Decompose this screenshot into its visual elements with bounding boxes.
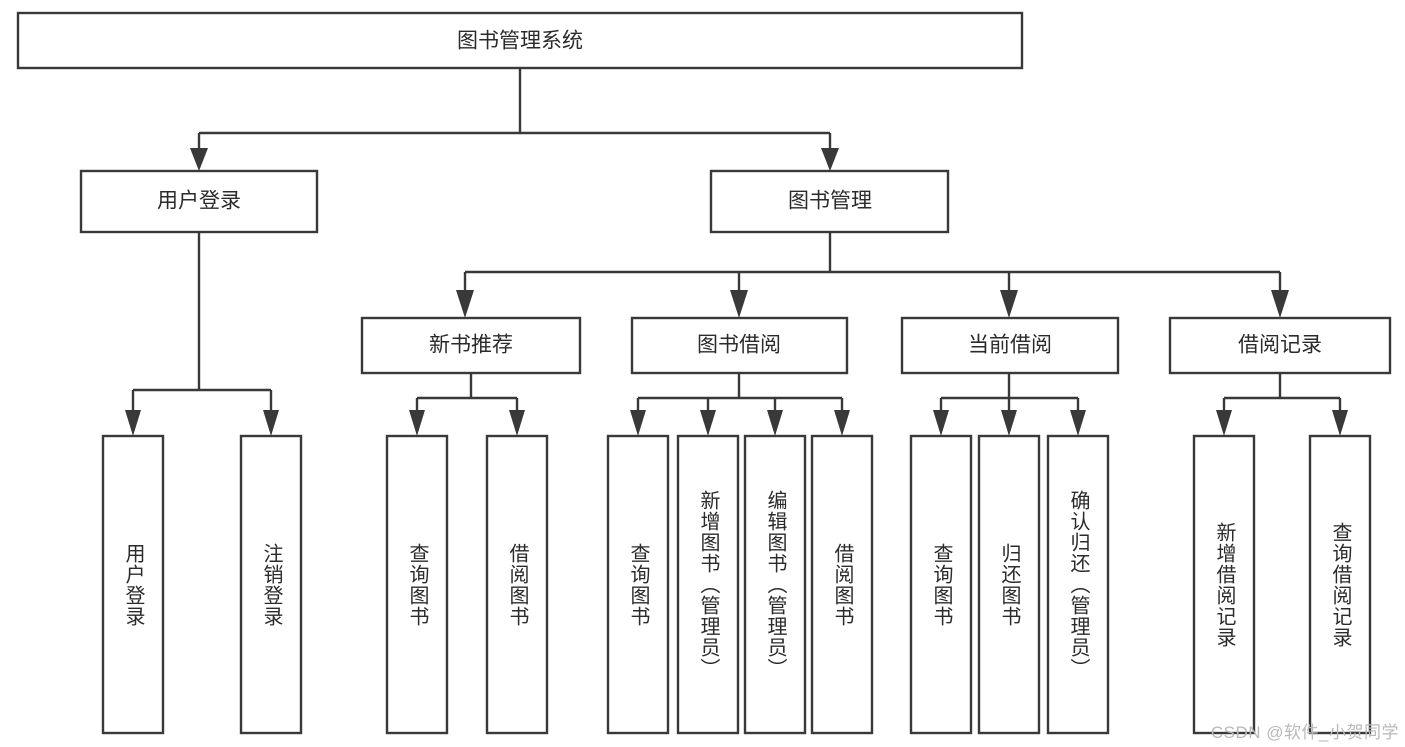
node-box-leaf-cb-confirm[interactable] [1046, 434, 1110, 735]
arrow-head-borrow-record [1271, 290, 1289, 318]
arrow-head-user-login [190, 148, 208, 171]
arrow-head-leaf-user-logout [263, 410, 279, 436]
arrow-head-leaf-bb-borrow [834, 410, 850, 436]
csdn-watermark: CSDN @软件_小贺同学 [1210, 723, 1399, 742]
node-box-leaf-br-add[interactable] [1192, 434, 1256, 735]
node-box-leaf-user-logout[interactable] [239, 434, 303, 735]
node-label-root: 图书管理系统 [457, 30, 583, 53]
arrow-head-leaf-user-login [125, 410, 141, 436]
node-box-leaf-bb-edit[interactable] [743, 434, 807, 735]
arrow-head-leaf-cb-query [933, 410, 949, 436]
arrow-head-leaf-br-add [1216, 410, 1232, 436]
node-label-current-borrow: 当前借阅 [968, 334, 1052, 357]
node-box-leaf-bb-borrow[interactable] [810, 434, 874, 735]
node-box-leaf-cb-return[interactable] [977, 434, 1041, 735]
node-box-book-manage[interactable] [709, 169, 950, 234]
node-label-user-login: 用户登录 [157, 190, 241, 213]
node-box-new-book-rec[interactable] [360, 316, 582, 375]
node-box-root[interactable] [16, 11, 1024, 70]
node-box-current-borrow[interactable] [900, 316, 1120, 375]
node-label-new-book-rec: 新书推荐 [429, 334, 513, 357]
node-label-book-manage: 图书管理 [788, 190, 872, 213]
node-box-leaf-cb-query[interactable] [909, 434, 973, 735]
arrow-head-leaf-bb-add [700, 410, 716, 436]
arrow-head-leaf-cb-confirm [1070, 410, 1086, 436]
arrow-head-leaf-nb-borrow [509, 410, 525, 436]
arrow-head-current-borrow [1000, 290, 1018, 318]
node-box-leaf-bb-query[interactable] [606, 434, 670, 735]
node-label-borrow-record: 借阅记录 [1238, 334, 1322, 357]
arrow-head-new-book-rec [456, 290, 474, 318]
node-box-user-login[interactable] [79, 169, 319, 234]
arrow-head-leaf-bb-query [630, 410, 646, 436]
node-label-book-borrow: 图书借阅 [697, 334, 781, 357]
arrow-head-book-manage [821, 148, 839, 171]
node-box-leaf-br-query[interactable] [1308, 434, 1372, 735]
arrow-head-leaf-bb-edit [767, 410, 783, 436]
node-box-leaf-bb-add[interactable] [676, 434, 740, 735]
node-layer: 图书管理系统 用户登录 图书管理 新书推荐 图书借阅 当前借阅 借阅记录 [16, 11, 1392, 735]
node-box-book-borrow[interactable] [630, 316, 849, 375]
node-box-leaf-user-login[interactable] [101, 434, 165, 735]
arrow-head-leaf-cb-return [1001, 410, 1017, 436]
node-box-borrow-record[interactable] [1168, 316, 1392, 375]
node-box-leaf-nb-borrow[interactable] [485, 434, 549, 735]
arrow-head-book-borrow [730, 290, 748, 318]
connector-layer [125, 68, 1348, 436]
arrow-head-leaf-nb-query [409, 410, 425, 436]
node-box-leaf-nb-query[interactable] [385, 434, 449, 735]
arrow-head-leaf-br-query [1332, 410, 1348, 436]
